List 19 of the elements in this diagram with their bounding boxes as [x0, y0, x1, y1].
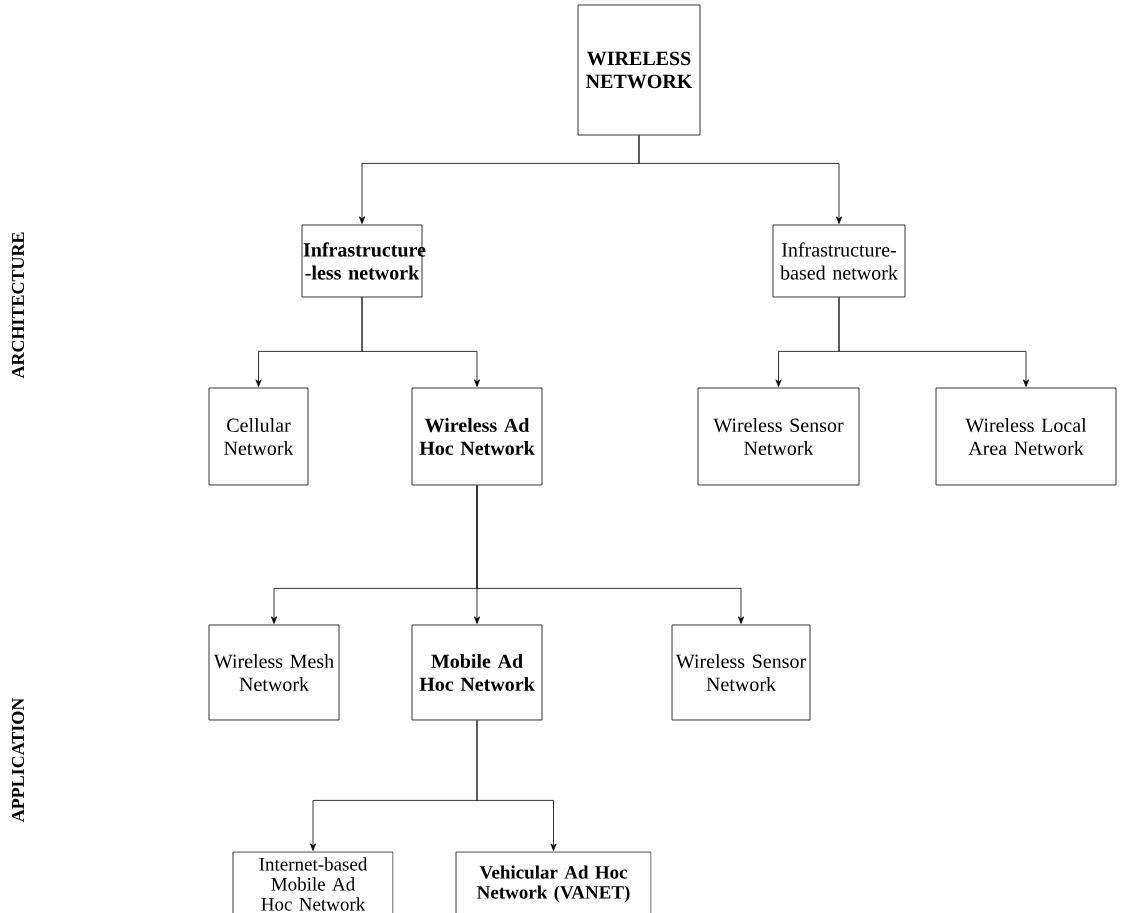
network-box: Vehicular Ad Hoc Network (VANET): [455, 851, 652, 913]
arrow: [476, 485, 744, 624]
arrow: [838, 297, 1029, 387]
network-box: Mobile Ad Hoc Network: [411, 624, 543, 721]
arrow: [476, 720, 557, 851]
network-box: WIRELESS NETWORK: [577, 4, 701, 136]
section-label: APPLICATION: [11, 697, 25, 823]
arrow: [361, 297, 480, 387]
arrow: [638, 135, 842, 224]
network-box: Infrastructure-based network: [772, 224, 906, 298]
network-box: Cellular Network: [208, 387, 309, 486]
network-box: Wireless Sensor Network: [671, 624, 811, 721]
network-box: Wireless Ad Hoc Network: [411, 387, 543, 486]
network-box: Internet-based Mobile Ad Hoc Network: [232, 851, 394, 913]
network-box: Wireless Local Area Network: [935, 387, 1117, 486]
section-label: ARCHITECTURE: [11, 232, 25, 379]
network-box: Infrastructure -less network: [301, 224, 426, 298]
network-box: Wireless Sensor Network: [697, 387, 860, 486]
network-box: Wireless Mesh Network: [208, 624, 340, 721]
